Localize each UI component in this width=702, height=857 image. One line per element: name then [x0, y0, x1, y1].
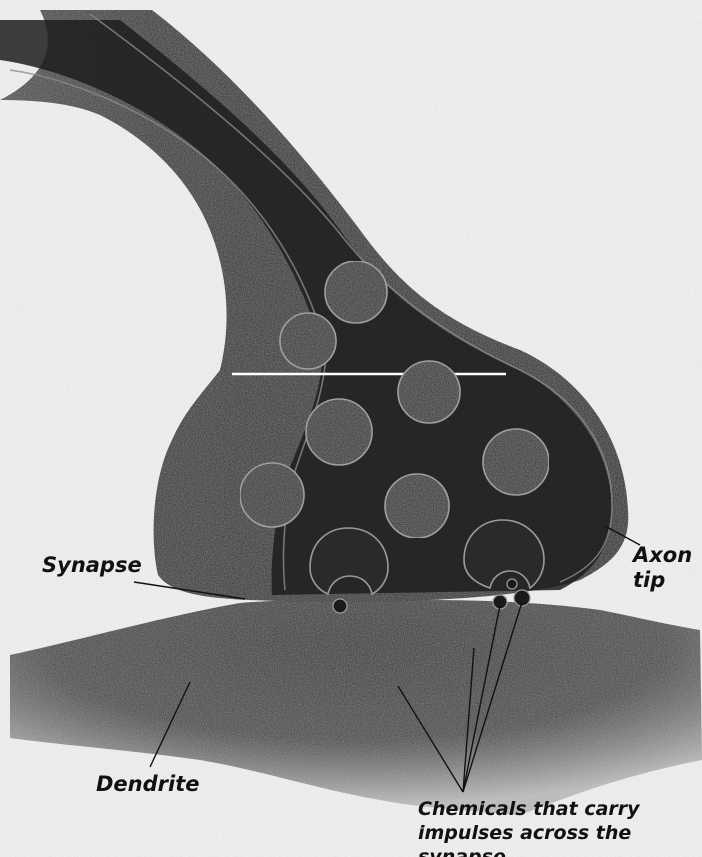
axon-tip-label-line-1: Axon: [633, 543, 692, 568]
axon-tip-label: Axon tip: [633, 543, 692, 593]
axon-tip-label-line-2: tip: [633, 568, 692, 593]
chemicals-label: Chemicals that carry impulses across the…: [418, 797, 640, 857]
chemicals-label-line-2: impulses across the: [418, 821, 640, 845]
dendrite-label: Dendrite: [96, 772, 200, 797]
synapse-label: Synapse: [42, 553, 142, 578]
chemicals-label-line-3: synapse: [418, 845, 640, 857]
chemicals-label-line-1: Chemicals that carry: [418, 797, 640, 821]
